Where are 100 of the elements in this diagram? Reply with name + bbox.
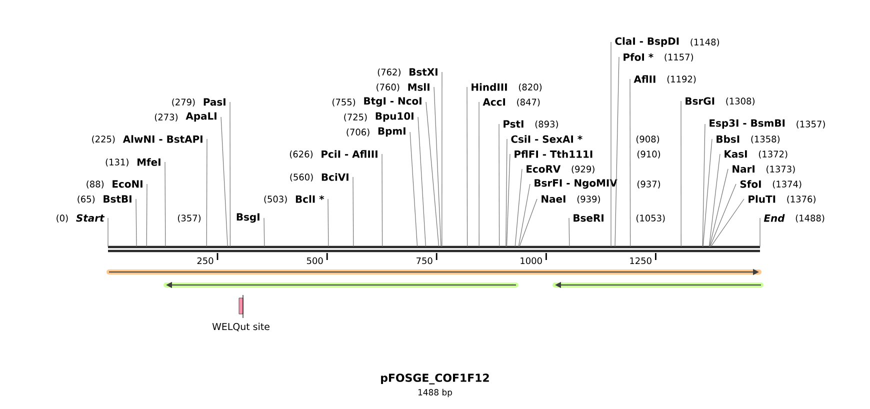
enzyme-label: EcoRV <box>526 165 561 173</box>
enzyme-label: AccI <box>482 98 506 106</box>
position-label: (88) <box>86 180 104 188</box>
enzyme-label: BsrFI - NgoMIV <box>534 179 618 189</box>
leader-line <box>418 116 426 247</box>
tick-label: 1000 <box>520 257 542 264</box>
tick-label: 750 <box>416 257 432 264</box>
enzyme-label: MfeI <box>138 158 160 166</box>
position-label: (820) <box>518 84 542 92</box>
leader-line <box>328 198 329 247</box>
enzyme-label: ClaI - BspDI <box>615 37 679 47</box>
leader-line <box>206 138 208 247</box>
position-label: (706) <box>346 128 370 136</box>
leader-line <box>434 86 442 247</box>
leader-line <box>708 154 720 247</box>
enzyme-label: BpmI <box>378 127 406 137</box>
position-label: (1192) <box>667 76 696 84</box>
position-label: (503) <box>264 196 287 204</box>
leader-line <box>506 138 508 247</box>
position-label: (847) <box>517 98 540 106</box>
leader-line <box>506 154 510 247</box>
position-label: (1053) <box>636 214 665 222</box>
enzyme-label: Bpu10I <box>376 112 414 122</box>
enzyme-label: ApaLI <box>186 112 216 122</box>
enzyme-label: BstBI <box>104 195 132 203</box>
enzyme-label: Esp3I - BsmBI <box>710 119 785 129</box>
enzyme-label: BsrGI <box>686 97 714 105</box>
position-label: (1148) <box>690 38 719 46</box>
enzyme-label: PfoI * <box>624 53 654 61</box>
enzyme-label: BsgI <box>236 213 260 223</box>
leader-line <box>264 218 265 247</box>
leader-line <box>710 198 744 247</box>
position-label: (1374) <box>772 180 802 188</box>
position-label: (273) <box>154 114 178 122</box>
leader-line <box>426 102 440 247</box>
position-label: (1358) <box>751 136 780 144</box>
map-title: pFOSGE_COF1F12 <box>381 374 489 384</box>
leader-line <box>466 86 468 247</box>
tick-label: 1250 <box>630 257 652 264</box>
position-label: (1376) <box>787 196 816 204</box>
enzyme-label: AlwNI - BstAPI <box>122 135 202 143</box>
leader-line <box>136 198 137 247</box>
enzyme-label: CsiI - SexAI * <box>511 135 582 143</box>
leader-line <box>146 184 148 247</box>
enzyme-label: PflFI - Tth111I <box>514 150 592 158</box>
position-label: (626) <box>290 150 313 158</box>
enzyme-label: SfoI <box>740 180 761 188</box>
tick-label: 250 <box>197 257 214 264</box>
map-caption: 1488 bp <box>418 388 452 398</box>
position-label: (908) <box>636 136 660 144</box>
enzyme-label: NarI <box>732 165 754 173</box>
position-label: (929) <box>572 166 594 174</box>
enzyme-label: BbsI <box>716 135 740 143</box>
position-label: (0) <box>56 214 68 222</box>
leader-line <box>498 124 500 247</box>
enzyme-label: PluTI <box>748 195 776 203</box>
position-label: (1488) <box>796 214 824 222</box>
position-label: (910) <box>637 150 660 158</box>
leader-line <box>514 168 522 247</box>
enzyme-label: MslI <box>408 83 430 91</box>
enzyme-label: AflII <box>634 75 656 83</box>
position-label: (1308) <box>726 98 754 106</box>
leader-line <box>410 132 418 247</box>
position-label: (560) <box>290 174 313 182</box>
position-label: (1357) <box>796 120 825 128</box>
enzyme-label: BseRI <box>574 214 604 222</box>
position-label: (760) <box>376 84 400 92</box>
position-label: (225) <box>92 136 115 144</box>
position-label: (937) <box>637 180 660 188</box>
enzyme-label: BtgI - NcoI <box>364 97 422 107</box>
leader-line <box>220 116 228 247</box>
leader-line <box>680 100 682 247</box>
leader-line <box>614 56 620 247</box>
leader-line <box>630 78 631 247</box>
leader-line <box>519 198 538 247</box>
position-label: (939) <box>577 196 600 204</box>
position-label: (1157) <box>664 54 693 62</box>
leader-line <box>352 176 354 247</box>
enzyme-label: BstXI <box>410 68 438 76</box>
position-label: (725) <box>344 114 367 122</box>
leader-line <box>518 184 530 247</box>
position-label: (131) <box>106 158 128 166</box>
enzyme-label: BclI * <box>296 195 324 203</box>
enzyme-label: KasI <box>724 150 747 158</box>
position-label: (762) <box>378 68 400 76</box>
position-label: (65) <box>78 196 95 204</box>
enzyme-label: EcoNI <box>112 180 142 188</box>
leader-line <box>610 42 612 247</box>
position-label: (1372) <box>758 150 788 158</box>
leader-line <box>382 154 383 247</box>
leader-line <box>702 124 706 247</box>
enzyme-label: PciI - AflIII <box>322 150 378 158</box>
leader-line <box>164 162 166 247</box>
position-label: (357) <box>178 214 201 222</box>
leader-line <box>709 168 728 247</box>
position-label: (893) <box>535 120 558 128</box>
enzyme-label: PasI <box>204 98 226 106</box>
position-label: (1373) <box>766 166 795 174</box>
leader-line <box>702 138 712 247</box>
enzyme-label: End <box>764 214 785 222</box>
